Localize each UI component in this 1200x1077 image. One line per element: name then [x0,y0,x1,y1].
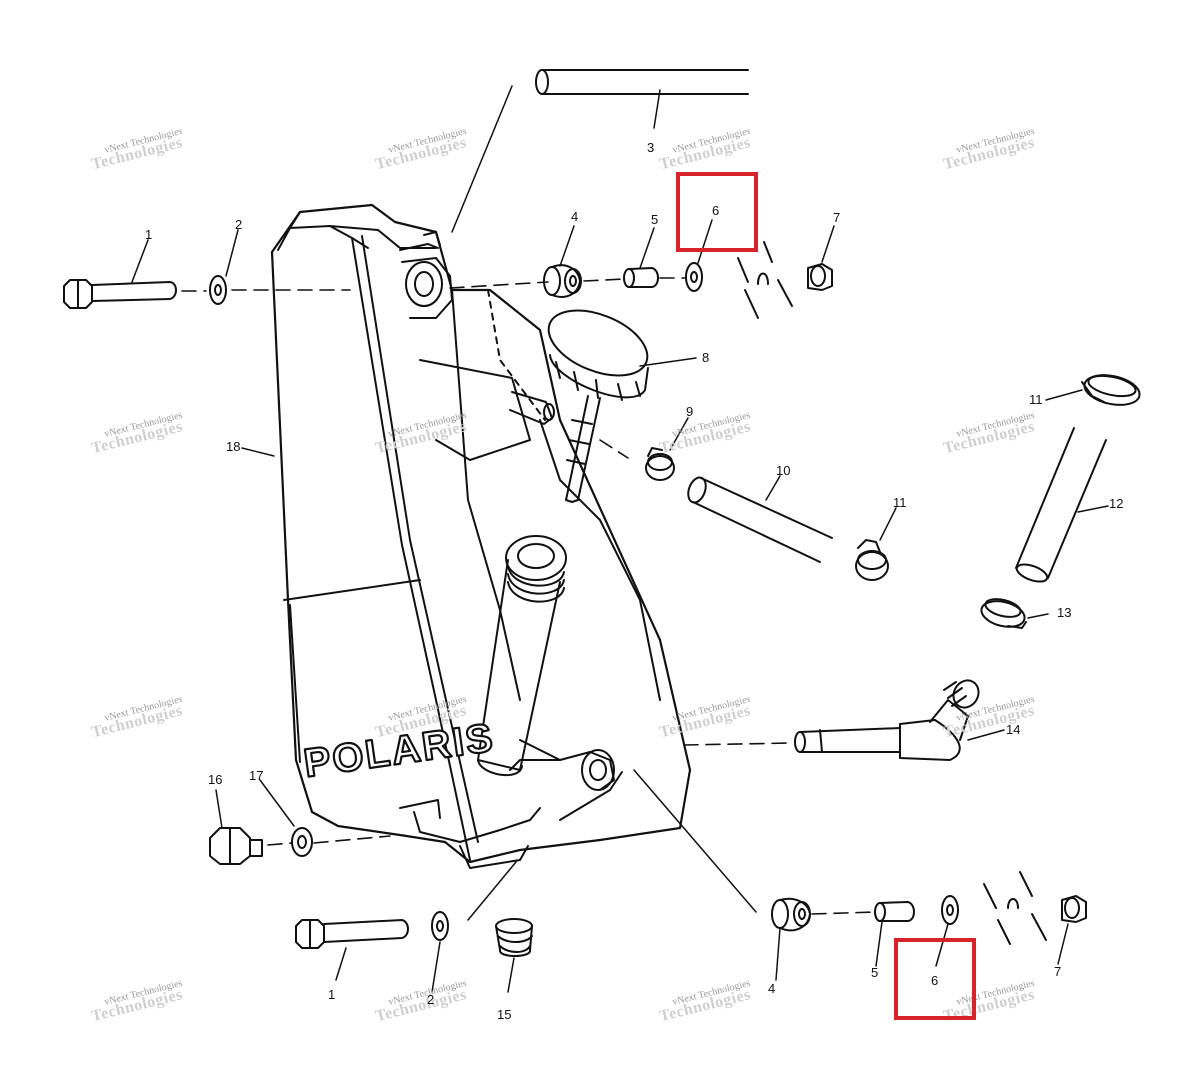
callout-grommet-lower: 4 [768,981,776,996]
callout-hose-12: 12 [1109,496,1124,511]
callout-bolt-lower: 1 [328,987,336,1002]
highlight-box-part-6-upper [676,172,758,252]
grommet-upper [543,264,582,298]
callout-vent-hose: 3 [647,140,655,155]
callout-tank-18: 18 [226,439,241,454]
elbow-fitting-14 [794,679,980,761]
assembly-centerlines [181,277,877,915]
bracket-tab-upper [737,241,793,319]
callout-clamp-11-mid: 11 [893,495,907,510]
hose-clamp-13 [980,598,1027,629]
nut-upper [807,263,833,291]
callout-nut: 7 [833,210,841,225]
callout-clamp-9: 9 [686,404,694,419]
callout-washer-6-lower: 6 [931,973,939,988]
callout-bushing: 5 [651,212,659,227]
bolt-upper [63,279,177,309]
callout-washer-17: 17 [249,768,264,783]
leader-lines [131,85,1109,993]
callout-clamp-13: 13 [1057,605,1072,620]
callout-washer: 2 [235,217,243,232]
grommet-15 [495,918,533,957]
bracket-tab-lower [983,871,1047,945]
hose-12 [1015,427,1107,583]
callout-bolt: 1 [145,227,153,242]
washer-upper-left [209,275,227,305]
washer-17 [291,827,313,857]
hose-10 [687,476,833,563]
hose-clamp-9 [645,447,675,481]
grommet-lower [771,897,811,932]
bushing-upper [623,267,659,288]
callout-hose-10: 10 [776,463,791,478]
callout-filler-cap: 8 [702,350,710,365]
nut-lower [1061,895,1087,923]
oil-tank-body [270,203,692,869]
filler-cap-dipstick [547,309,649,503]
drain-plug-16 [209,827,263,865]
highlight-box-part-6-lower [894,938,976,1020]
callout-grommet: 4 [571,209,579,224]
callout-bushing-lower: 5 [871,965,879,980]
hose-clamp-11-top [1081,374,1141,406]
vent-hose-top [535,69,749,95]
callout-nut-lower: 7 [1054,964,1062,979]
washer-lower-left [431,911,449,941]
washer-6-lower [941,895,959,925]
bushing-lower [874,901,915,922]
callout-washer-lower: 2 [427,992,435,1007]
callout-clamp-11-top: 11 [1029,392,1043,407]
callout-grommet-15: 15 [497,1007,512,1022]
callout-washer-6: 6 [712,203,720,218]
callout-plug-16: 16 [208,772,223,787]
callout-fitting-14: 14 [1006,722,1021,737]
hose-clamp-11-mid [855,539,889,581]
washer-6-upper [685,262,703,292]
bolt-lower [295,919,409,949]
